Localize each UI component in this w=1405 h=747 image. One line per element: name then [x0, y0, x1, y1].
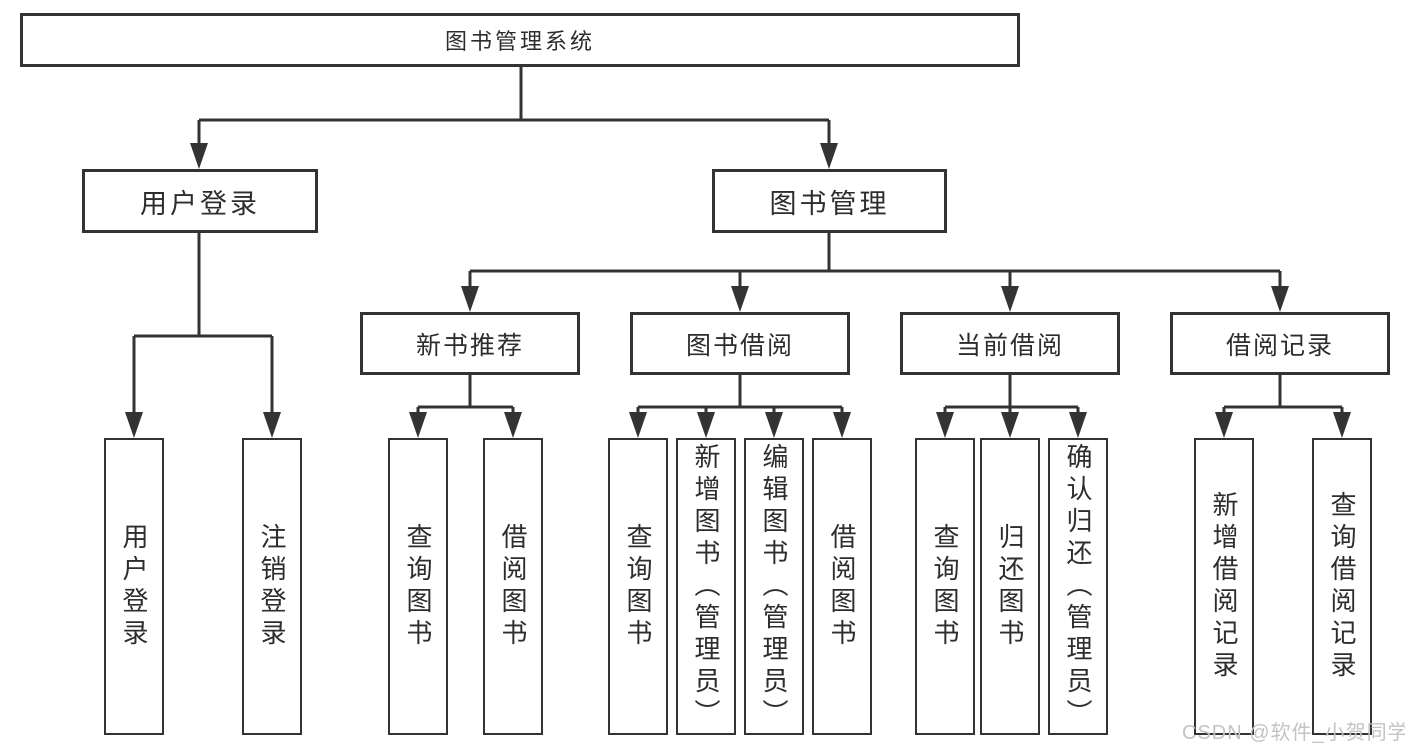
- node-borrowing-records: 借阅记录: [1170, 312, 1390, 375]
- node-label: 编辑图书（管理员）: [759, 442, 789, 731]
- node-user-login: 用户登录: [82, 169, 318, 233]
- node-label: 借阅图书: [827, 522, 857, 651]
- node-label: 归还图书: [995, 522, 1025, 651]
- node-label: 确认归还（管理员）: [1063, 442, 1093, 731]
- leaf-logout: 注销登录: [242, 438, 302, 735]
- node-label: 注销登录: [257, 522, 287, 651]
- node-label: 查询借阅记录: [1327, 490, 1357, 683]
- node-label: 图书管理系统: [444, 29, 595, 54]
- node-label: 用户登录: [140, 188, 260, 219]
- node-label: 图书管理: [769, 188, 890, 219]
- arrowheads: [125, 143, 1351, 438]
- node-current-borrowing: 当前借阅: [900, 312, 1120, 375]
- node-book-management: 图书管理: [712, 169, 947, 233]
- node-label: 新书推荐: [415, 331, 524, 360]
- leaf-borrow-books: 借阅图书: [812, 438, 872, 735]
- leaf-query-books-current: 查询图书: [915, 438, 975, 735]
- node-label: 新增图书（管理员）: [691, 442, 721, 731]
- node-new-book-recommendation: 新书推荐: [360, 312, 580, 375]
- csdn-watermark: CSDN @软件_小贺同学: [1182, 722, 1405, 744]
- leaf-confirm-return-admin: 确认归还（管理员）: [1048, 438, 1108, 735]
- leaf-borrow-books-recommend: 借阅图书: [483, 438, 543, 735]
- node-label: 借阅记录: [1225, 331, 1334, 360]
- node-label: 查询图书: [403, 522, 433, 651]
- leaf-add-books-admin: 新增图书（管理员）: [676, 438, 736, 735]
- leaf-add-borrow-record: 新增借阅记录: [1194, 438, 1254, 735]
- leaf-query-borrow-record: 查询借阅记录: [1312, 438, 1372, 735]
- node-label: 当前借阅: [955, 331, 1064, 360]
- node-book-borrowing: 图书借阅: [630, 312, 850, 375]
- leaf-edit-books-admin: 编辑图书（管理员）: [744, 438, 804, 735]
- leaf-user-login: 用户登录: [104, 438, 164, 735]
- node-label: 用户登录: [119, 522, 149, 651]
- node-label: 图书借阅: [685, 331, 794, 360]
- node-label: 查询图书: [930, 522, 960, 651]
- leaf-query-books-borrow: 查询图书: [608, 438, 668, 735]
- node-library-management-system: 图书管理系统: [20, 13, 1020, 67]
- node-label: 查询图书: [623, 522, 653, 651]
- leaf-return-books: 归还图书: [980, 438, 1040, 735]
- node-label: 借阅图书: [498, 522, 528, 651]
- node-label: 新增借阅记录: [1209, 490, 1239, 683]
- leaf-query-books-recommend: 查询图书: [388, 438, 448, 735]
